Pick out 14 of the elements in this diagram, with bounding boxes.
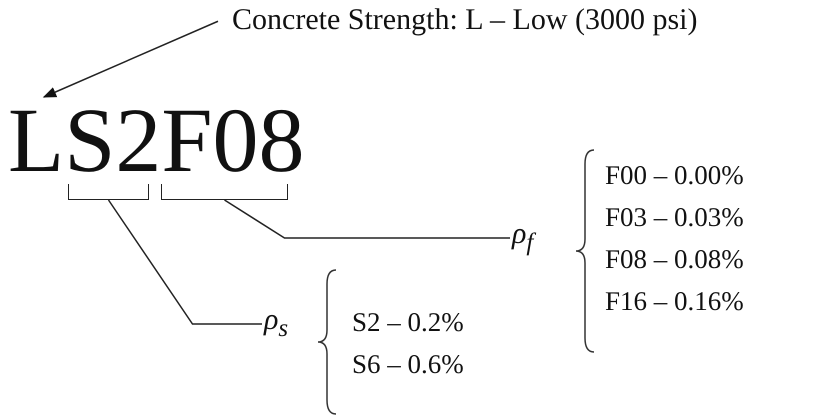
list-item: F16 – 0.16% <box>605 285 744 318</box>
list-item: F08 – 0.08% <box>605 243 744 276</box>
leader-line <box>108 200 262 325</box>
bracket-mark <box>68 184 149 200</box>
steel-ratio-symbol: ρ$_{s}$ <box>264 302 288 346</box>
list-item: F03 – 0.03% <box>605 201 744 234</box>
leader-line <box>224 199 510 239</box>
caption-text: Concrete Strength: L – Low (3000 psi) <box>232 2 698 37</box>
list-item: S6 – 0.6% <box>352 348 464 381</box>
arrow <box>42 20 218 98</box>
specimen-code: LS2F08 <box>8 100 305 180</box>
list-item: F00 – 0.00% <box>605 159 744 192</box>
list-item: S2 – 0.2% <box>352 306 464 339</box>
bracket-mark <box>161 184 288 200</box>
